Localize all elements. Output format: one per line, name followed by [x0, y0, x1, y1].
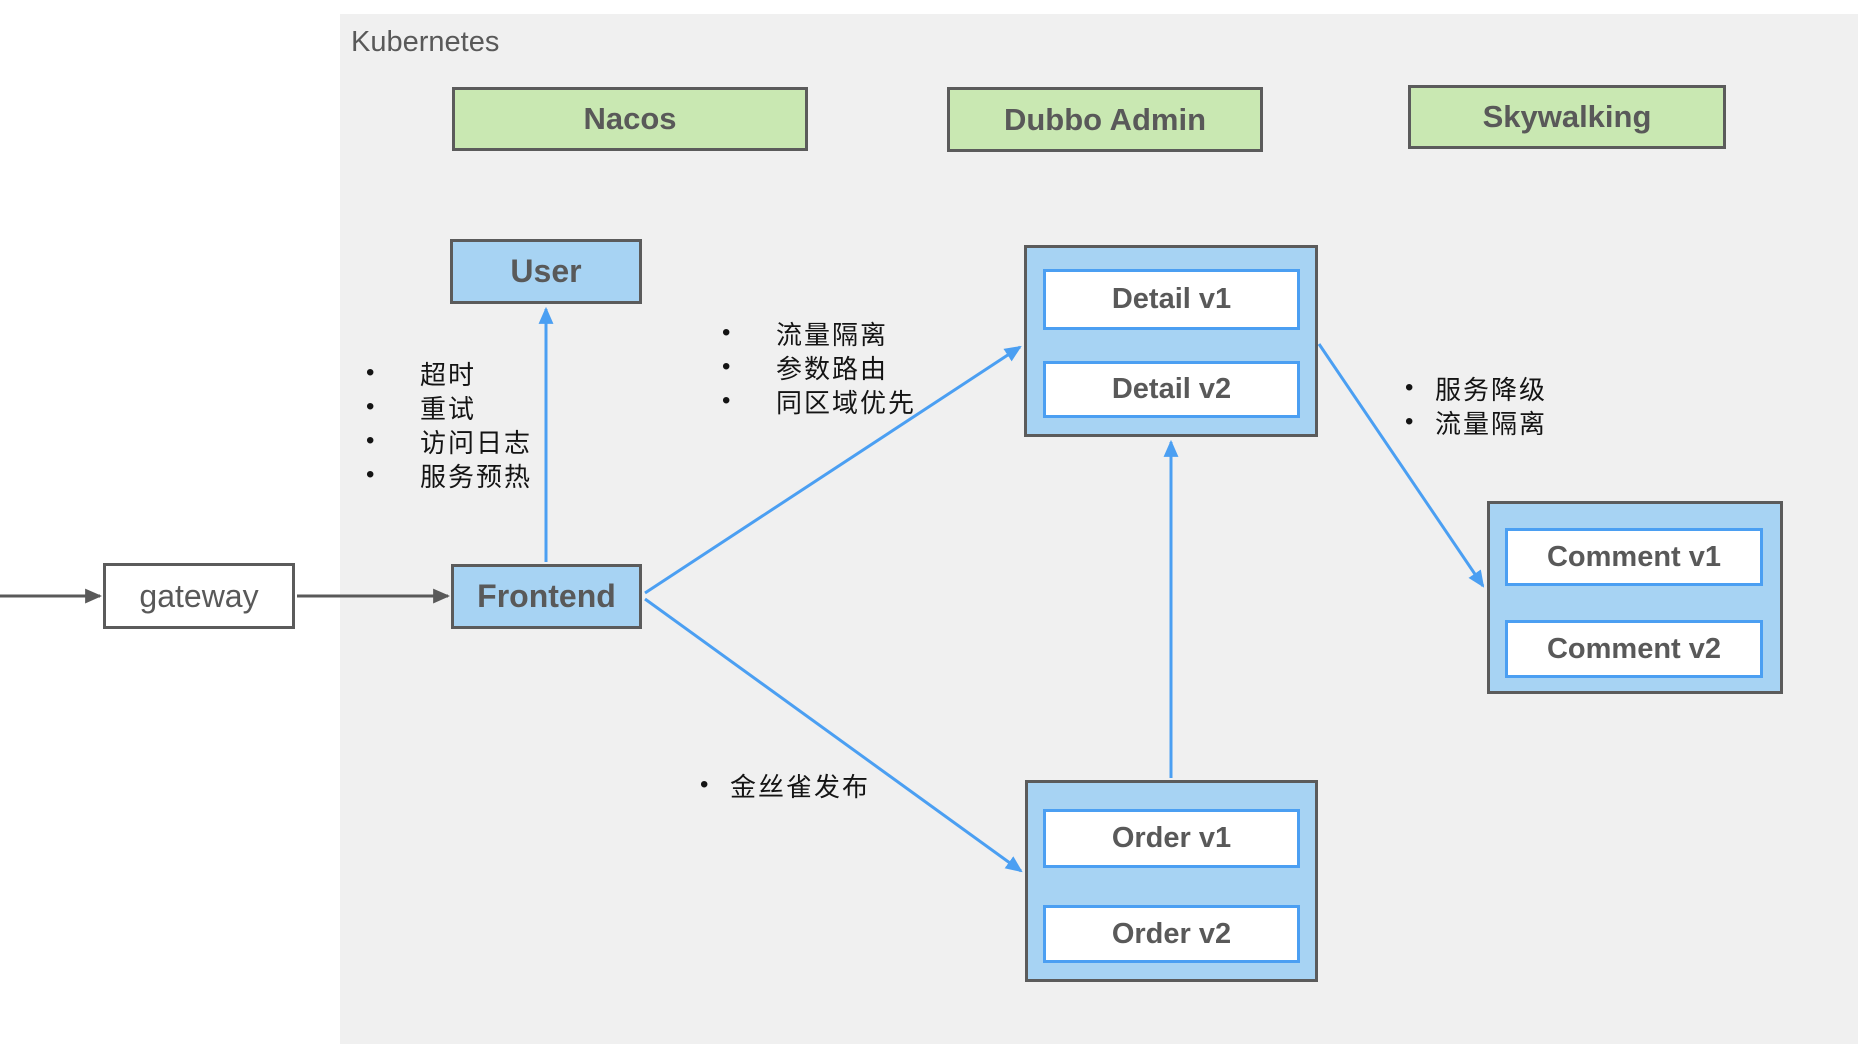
bullet-icon: • [366, 427, 375, 454]
note-text: 服务预热 [420, 462, 533, 493]
note-text: 参数路由 [776, 354, 889, 385]
user-label: User [510, 253, 582, 289]
note-frontend-user: • 超时 • 重试 • 访问日志 • 服务预热 [366, 356, 533, 493]
note-text: 流量隔离 [1435, 409, 1548, 440]
note-item: • 参数路由 [722, 350, 916, 385]
bullet-icon: • [366, 393, 375, 420]
order-v1-label: Order v1 [1111, 822, 1232, 854]
detail-v1-label: Detail v1 [1111, 283, 1232, 315]
note-text: 金丝雀发布 [730, 772, 871, 803]
note-item: • 金丝雀发布 [700, 768, 871, 803]
detail-v1-pod: Detail v1 [1043, 269, 1300, 330]
gateway-box: gateway [103, 563, 295, 629]
note-text: 流量隔离 [776, 320, 889, 351]
bullet-icon: • [722, 353, 731, 380]
note-item: • 同区域优先 [722, 384, 917, 419]
note-text: 同区域优先 [776, 388, 917, 419]
order-v1-pod: Order v1 [1043, 809, 1300, 868]
comment-v2-pod: Comment v2 [1505, 620, 1763, 678]
note-item: • 重试 [366, 390, 532, 425]
bullet-icon: • [722, 387, 731, 414]
skywalking-box: Skywalking [1408, 85, 1726, 149]
order-v2-pod: Order v2 [1043, 905, 1300, 963]
detail-v2-pod: Detail v2 [1043, 361, 1300, 418]
bullet-icon: • [1405, 408, 1414, 435]
bullet-icon: • [722, 319, 731, 346]
user-box: User [450, 239, 642, 304]
note-text: 重试 [420, 394, 477, 425]
dubbo-admin-box: Dubbo Admin [947, 87, 1263, 152]
kubernetes-label: Kubernetes [351, 26, 500, 58]
note-item: • 服务预热 [366, 458, 533, 493]
note-text: 服务降级 [1435, 375, 1548, 406]
note-item: • 访问日志 [366, 424, 533, 459]
note-detail-comment: • 服务降级 • 流量隔离 [1405, 371, 1548, 440]
note-item: • 超时 [366, 356, 532, 391]
note-text: 超时 [420, 360, 477, 391]
note-item: • 流量隔离 [1405, 405, 1548, 440]
nacos-box: Nacos [452, 87, 808, 151]
note-text: 访问日志 [420, 428, 533, 459]
order-v2-label: Order v2 [1111, 917, 1232, 950]
bullet-icon: • [366, 359, 375, 386]
nacos-label: Nacos [583, 101, 677, 136]
comment-v2-label: Comment v2 [1546, 632, 1722, 665]
note-frontend-order: • 金丝雀发布 [700, 768, 871, 803]
detail-v2-label: Detail v2 [1111, 373, 1232, 405]
bullet-icon: • [1405, 374, 1414, 401]
frontend-box: Frontend [451, 564, 642, 629]
note-frontend-detail: • 流量隔离 • 参数路由 • 同区域优先 [722, 316, 917, 419]
frontend-label: Frontend [477, 578, 616, 614]
bullet-icon: • [700, 771, 709, 798]
dubbo-admin-label: Dubbo Admin [1003, 101, 1207, 137]
note-item: • 流量隔离 [722, 316, 916, 351]
skywalking-label: Skywalking [1482, 99, 1652, 134]
comment-v1-label: Comment v1 [1546, 540, 1722, 573]
bullet-icon: • [366, 461, 375, 488]
comment-v1-pod: Comment v1 [1505, 528, 1763, 586]
note-item: • 服务降级 [1405, 371, 1548, 406]
gateway-label: gateway [139, 577, 259, 614]
